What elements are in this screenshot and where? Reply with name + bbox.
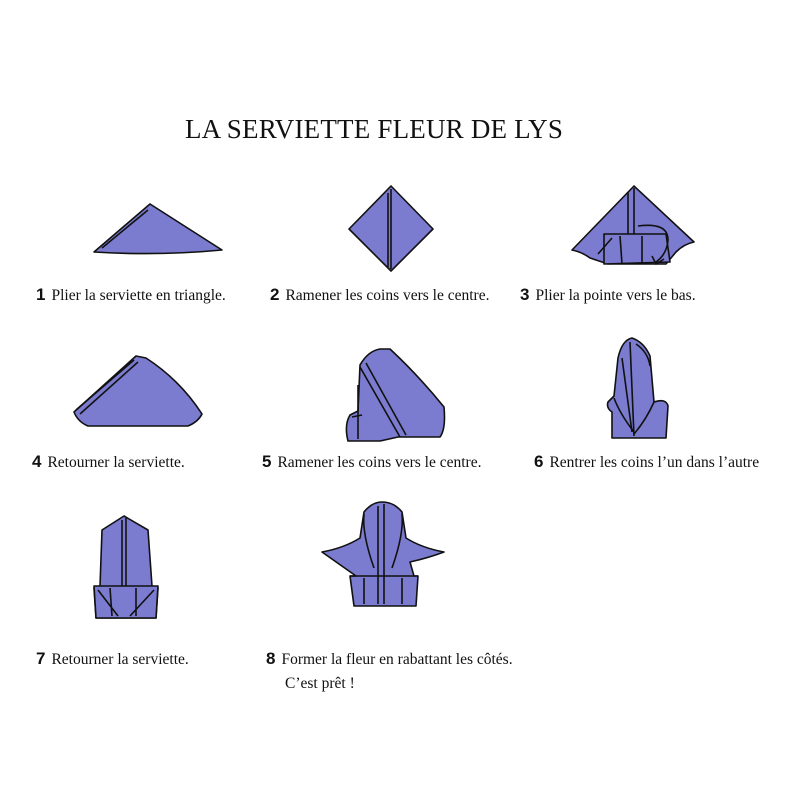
step-8-caption: 8 Former la fleur en rabattant les côtés.… — [266, 649, 513, 694]
step-7-illustration — [90, 512, 162, 622]
step-3-illustration — [568, 182, 702, 274]
step-1-caption: 1 Plier la serviette en triangle. — [36, 285, 226, 306]
step-number: 4 — [32, 452, 42, 471]
step-number: 5 — [262, 452, 272, 471]
step-4-caption: 4 Retourner la serviette. — [32, 452, 185, 473]
step-3-caption: 3 Plier la pointe vers le bas. — [520, 285, 696, 306]
step-2-caption: 2 Ramener les coins vers le centre. — [270, 285, 489, 306]
step-5-caption: 5 Ramener les coins vers le centre. — [262, 452, 481, 473]
step-text: Ramener les coins vers le centre. — [285, 287, 490, 304]
step-text: Retourner la serviette. — [47, 454, 185, 471]
step-6-illustration — [604, 336, 674, 442]
step-text: Plier la serviette en triangle. — [51, 287, 226, 304]
step-4-illustration — [68, 350, 210, 432]
page-title: LA SERVIETTE FLEUR DE LYS — [184, 114, 564, 144]
step-number: 2 — [270, 285, 280, 304]
step-number: 3 — [520, 285, 530, 304]
step-2-illustration — [343, 183, 439, 275]
step-8-caption-line2: C’est prêt ! — [285, 675, 355, 692]
step-text: Former la fleur en rabattant les côtés. — [281, 651, 513, 668]
step-5-illustration — [340, 345, 452, 445]
step-text: Retourner la serviette. — [51, 651, 189, 668]
step-number: 1 — [36, 285, 46, 304]
step-text: Plier la pointe vers le bas. — [535, 287, 696, 304]
step-6-caption: 6 Rentrer les coins l’un dans l’autre — [534, 452, 759, 473]
step-1-illustration — [88, 196, 228, 258]
step-number: 6 — [534, 452, 544, 471]
step-text: Rentrer les coins l’un dans l’autre — [549, 454, 760, 471]
step-7-caption: 7 Retourner la serviette. — [36, 649, 189, 670]
step-8-illustration — [318, 498, 448, 610]
step-text: Ramener les coins vers le centre. — [277, 454, 482, 471]
step-number: 8 — [266, 649, 276, 668]
step-number: 7 — [36, 649, 46, 668]
